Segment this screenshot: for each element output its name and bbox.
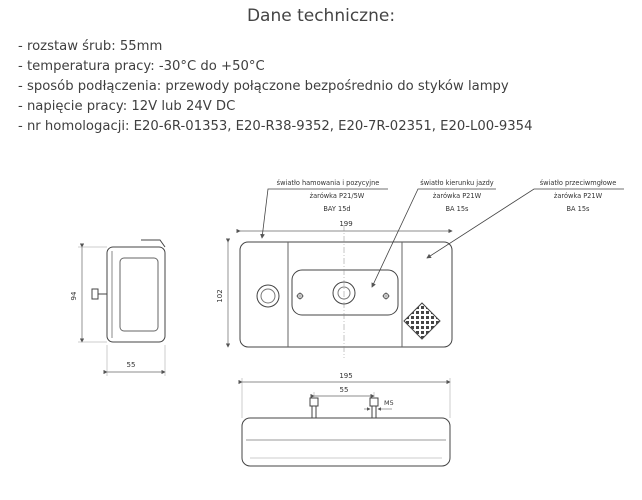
- page-title: Dane techniczne:: [246, 6, 396, 26]
- callout-stop-line3: BAY 15d: [323, 205, 350, 213]
- bolt-left: [309, 397, 319, 419]
- side-view-body: [106, 246, 166, 343]
- front-housing: [239, 241, 453, 348]
- indicator-window: [291, 269, 399, 316]
- spec-list: - rozstaw śrub: 55mm - temperatura pracy…: [18, 37, 532, 137]
- callout-fog: światło przeciwmgłowe żarówka P21W BA 15…: [426, 179, 624, 259]
- side-height-label: 94: [70, 291, 78, 300]
- spec-connection: - sposób podłączenia: przewody połączone…: [18, 79, 509, 94]
- spec-homologation: - nr homologacji: E20-6R-01353, E20-R38-…: [18, 119, 533, 134]
- callout-fog-line3: BA 15s: [567, 205, 591, 213]
- stop-lamp-socket: [256, 284, 280, 308]
- side-view-lens: [119, 257, 159, 332]
- bolt-spacing-label: 55: [340, 386, 349, 394]
- callout-indicator-line2: żarówka P21W: [433, 192, 482, 200]
- callout-indicator: światło kierunku jazdy żarówka P21W BA 1…: [371, 179, 496, 288]
- spec-bolt-spacing: - rozstaw śrub: 55mm: [18, 39, 163, 54]
- side-view-top-lip: [141, 239, 166, 248]
- side-depth-label: 55: [127, 361, 136, 369]
- fog-lamp-reflector: [403, 302, 441, 340]
- spec-temperature: - temperatura pracy: -30°C do +50°C: [18, 59, 265, 74]
- front-view: [225, 225, 453, 358]
- callout-indicator-line3: BA 15s: [446, 205, 470, 213]
- bottom-housing: [241, 417, 451, 467]
- bottom-width-label: 195: [339, 372, 352, 380]
- side-view: [78, 239, 166, 376]
- callout-stop-line1: światło hamowania i pozycyjne: [277, 179, 380, 187]
- bolt-thread-label: M5: [384, 399, 394, 407]
- callout-fog-line1: światło przeciwmgłowe: [540, 179, 617, 187]
- callout-stop-line2: żarówka P21/5W: [310, 192, 365, 200]
- front-height-label: 102: [216, 289, 224, 302]
- front-width-label: 199: [339, 220, 352, 228]
- callout-indicator-line1: światło kierunku jazdy: [420, 179, 493, 187]
- callout-stop: światło hamowania i pozycyjne żarówka P2…: [260, 179, 388, 239]
- bottom-view: [238, 378, 451, 467]
- bolt-right: [369, 397, 379, 419]
- callout-fog-line2: żarówka P21W: [554, 192, 603, 200]
- side-bolt-nut: [91, 288, 99, 300]
- spec-voltage: - napięcie pracy: 12V lub 24V DC: [18, 99, 236, 114]
